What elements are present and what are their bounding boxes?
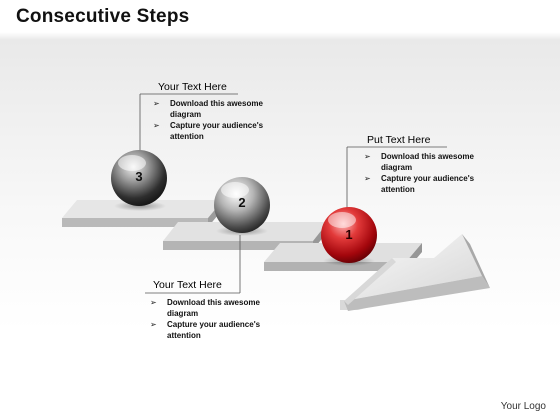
bullet-arrow-icon: ➢ <box>153 99 160 108</box>
callout-step-3: Your Text Here ➢Download this awesome di… <box>153 81 268 143</box>
callout-bullet: ➢Download this awesome diagram <box>150 298 260 318</box>
ball-3-shadow <box>114 201 166 211</box>
callout-bullet: ➢Download this awesome diagram <box>153 99 263 119</box>
callout-title: Your Text Here <box>153 279 222 291</box>
footer-logo-text: Your Logo <box>500 401 546 412</box>
callout-bullet-list: ➢Download this awesome diagram ➢Capture … <box>153 99 268 142</box>
step-plate-front <box>264 243 422 271</box>
callout-bullet: ➢Capture your audience's attention <box>153 121 264 141</box>
bullet-arrow-icon: ➢ <box>150 298 157 307</box>
callout-bullet-list: ➢Download this awesome diagram ➢Capture … <box>150 298 263 341</box>
bullet-arrow-icon: ➢ <box>364 152 371 161</box>
callout-bullet: ➢Download this awesome diagram <box>364 152 474 172</box>
callout-bullet: ➢Capture your audience's attention <box>150 320 261 340</box>
callout-step-1: Put Text Here ➢Download this awesome dia… <box>364 134 477 196</box>
step-number-3: 3 <box>135 169 143 184</box>
bullet-arrow-icon: ➢ <box>364 174 371 183</box>
callout-bullet: ➢Capture your audience's attention <box>364 174 475 194</box>
step-number-2: 2 <box>238 195 246 210</box>
callout-title: Your Text Here <box>158 81 227 93</box>
bullet-arrow-icon: ➢ <box>153 121 160 130</box>
callout-bullet-list: ➢Download this awesome diagram ➢Capture … <box>364 152 477 195</box>
bullet-arrow-icon: ➢ <box>150 320 157 329</box>
slide-title: Consecutive Steps <box>16 6 190 27</box>
step-number-1: 1 <box>345 227 353 242</box>
callout-title: Put Text Here <box>367 134 431 146</box>
callout-step-2: Your Text Here ➢Download this awesome di… <box>150 279 263 342</box>
callout-leaders <box>139 93 447 294</box>
direction-arrow <box>340 234 490 311</box>
